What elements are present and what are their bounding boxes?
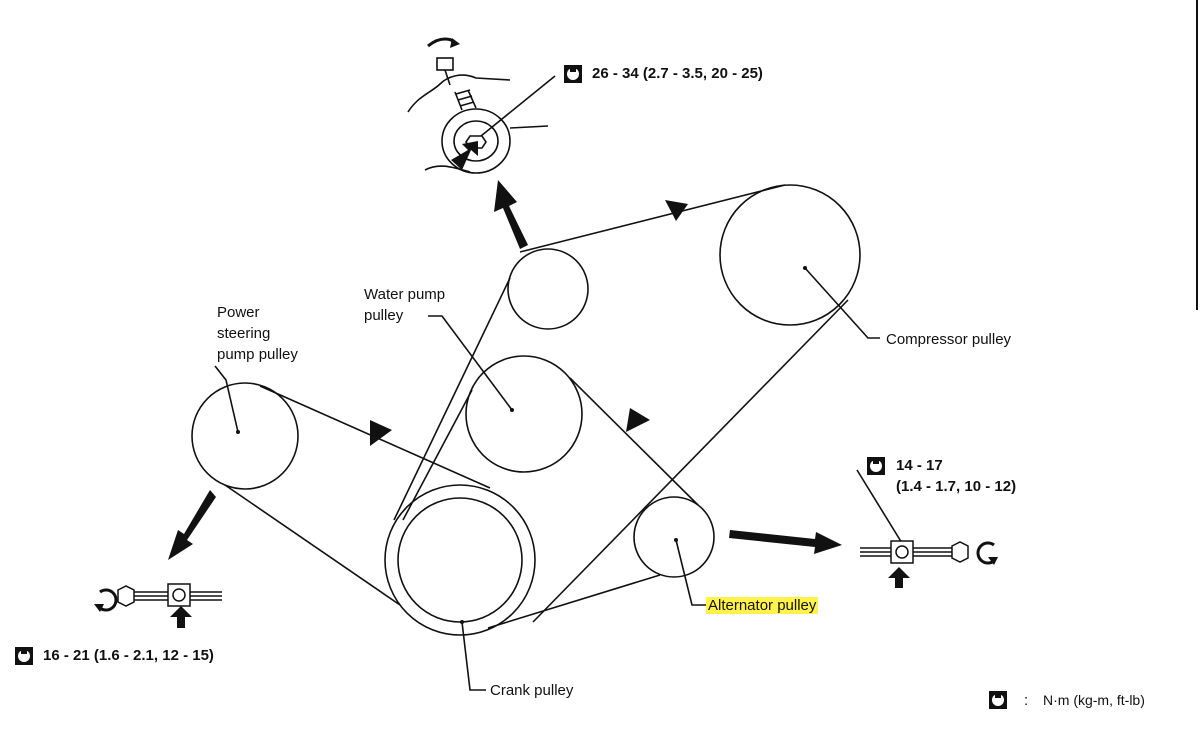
- alternator-pulley: [633, 496, 715, 578]
- crank-pulley-outer: [384, 484, 536, 636]
- wrench-torque-icon: [15, 647, 33, 665]
- push-arrow-left: [170, 606, 192, 628]
- label-power-steering: Power steering pump pulley: [217, 302, 298, 365]
- belt-wp-left: [402, 389, 473, 521]
- belt-alt-lower: [487, 574, 661, 629]
- torque-right-line2: (1.4 - 1.7, 10 - 12): [896, 478, 1017, 495]
- belt-direction-arrow-3: [626, 408, 650, 432]
- left-adjust-bolt: [117, 583, 222, 607]
- leader-alternator: [675, 539, 706, 606]
- rotate-arrow-icon: [976, 541, 995, 565]
- belt-ps-lower: [224, 484, 401, 606]
- label-crank: Crank pulley: [490, 682, 574, 699]
- torque-right-line1: 14 - 17: [896, 457, 943, 474]
- label-alternator-highlight: Alternator pulley: [706, 597, 819, 614]
- push-arrow-right: [888, 567, 910, 588]
- bracket-side: [509, 125, 549, 129]
- adjust-bolt: [454, 89, 477, 111]
- water-pump-pulley-upper: [507, 248, 589, 330]
- arrow-to-tensioner: [494, 180, 528, 249]
- adjust-bolt-stem: [444, 69, 451, 86]
- arrow-lower-left: [168, 490, 216, 560]
- label-compressor: Compressor pulley: [886, 331, 1012, 348]
- arrow-right: [729, 530, 842, 554]
- water-pump-pulley: [465, 355, 583, 473]
- wrench-torque-icon: [989, 691, 1007, 709]
- label-power-steering-line1: Power: [217, 304, 260, 321]
- push-arrow-top: [451, 141, 478, 170]
- belt-top-left: [393, 277, 511, 521]
- idler-pulley: [441, 108, 511, 174]
- leader-compressor: [804, 267, 880, 339]
- bracket-outline: [407, 74, 511, 113]
- leader-right-torque: [856, 469, 906, 549]
- label-water-pump-line2: pulley: [364, 307, 404, 324]
- adjust-bolt-head: [436, 57, 454, 71]
- label-power-steering-line3: pump pulley: [217, 346, 298, 363]
- power-steering-pulley: [191, 382, 299, 490]
- leader-crank: [461, 621, 486, 691]
- wrench-torque-icon: [564, 65, 582, 83]
- label-water-pump: Water pump pulley: [364, 284, 445, 326]
- torque-left: 16 - 21 (1.6 - 2.1, 12 - 15): [43, 647, 214, 664]
- belt-top-upper: [519, 184, 786, 253]
- right-adjust-bolt: [860, 540, 969, 564]
- idler-bolt-head: [465, 135, 487, 149]
- belt-top-right: [532, 299, 849, 623]
- wrench-torque-icon: [867, 457, 885, 475]
- legend-separator: :: [1024, 692, 1029, 709]
- label-power-steering-line2: steering: [217, 325, 271, 342]
- crank-pulley-inner: [397, 497, 523, 623]
- belt-direction-arrow-1: [370, 420, 392, 446]
- legend-units: N·m (kg-m, ft-lb): [1043, 692, 1145, 708]
- compressor-pulley: [719, 184, 861, 326]
- rotate-arrow-icon: [99, 588, 118, 612]
- belt-wp-right: [569, 377, 699, 506]
- torque-top: 26 - 34 (2.7 - 3.5, 20 - 25): [592, 65, 763, 82]
- leader-water-pump: [428, 315, 513, 411]
- belt-direction-arrow-2: [665, 200, 688, 221]
- label-water-pump-line1: Water pump: [364, 286, 446, 303]
- leader-power-steering: [214, 365, 239, 433]
- leader-top-torque: [480, 75, 556, 137]
- label-alternator: Alternator pulley: [706, 595, 819, 616]
- idler-pulley-inner: [453, 120, 499, 162]
